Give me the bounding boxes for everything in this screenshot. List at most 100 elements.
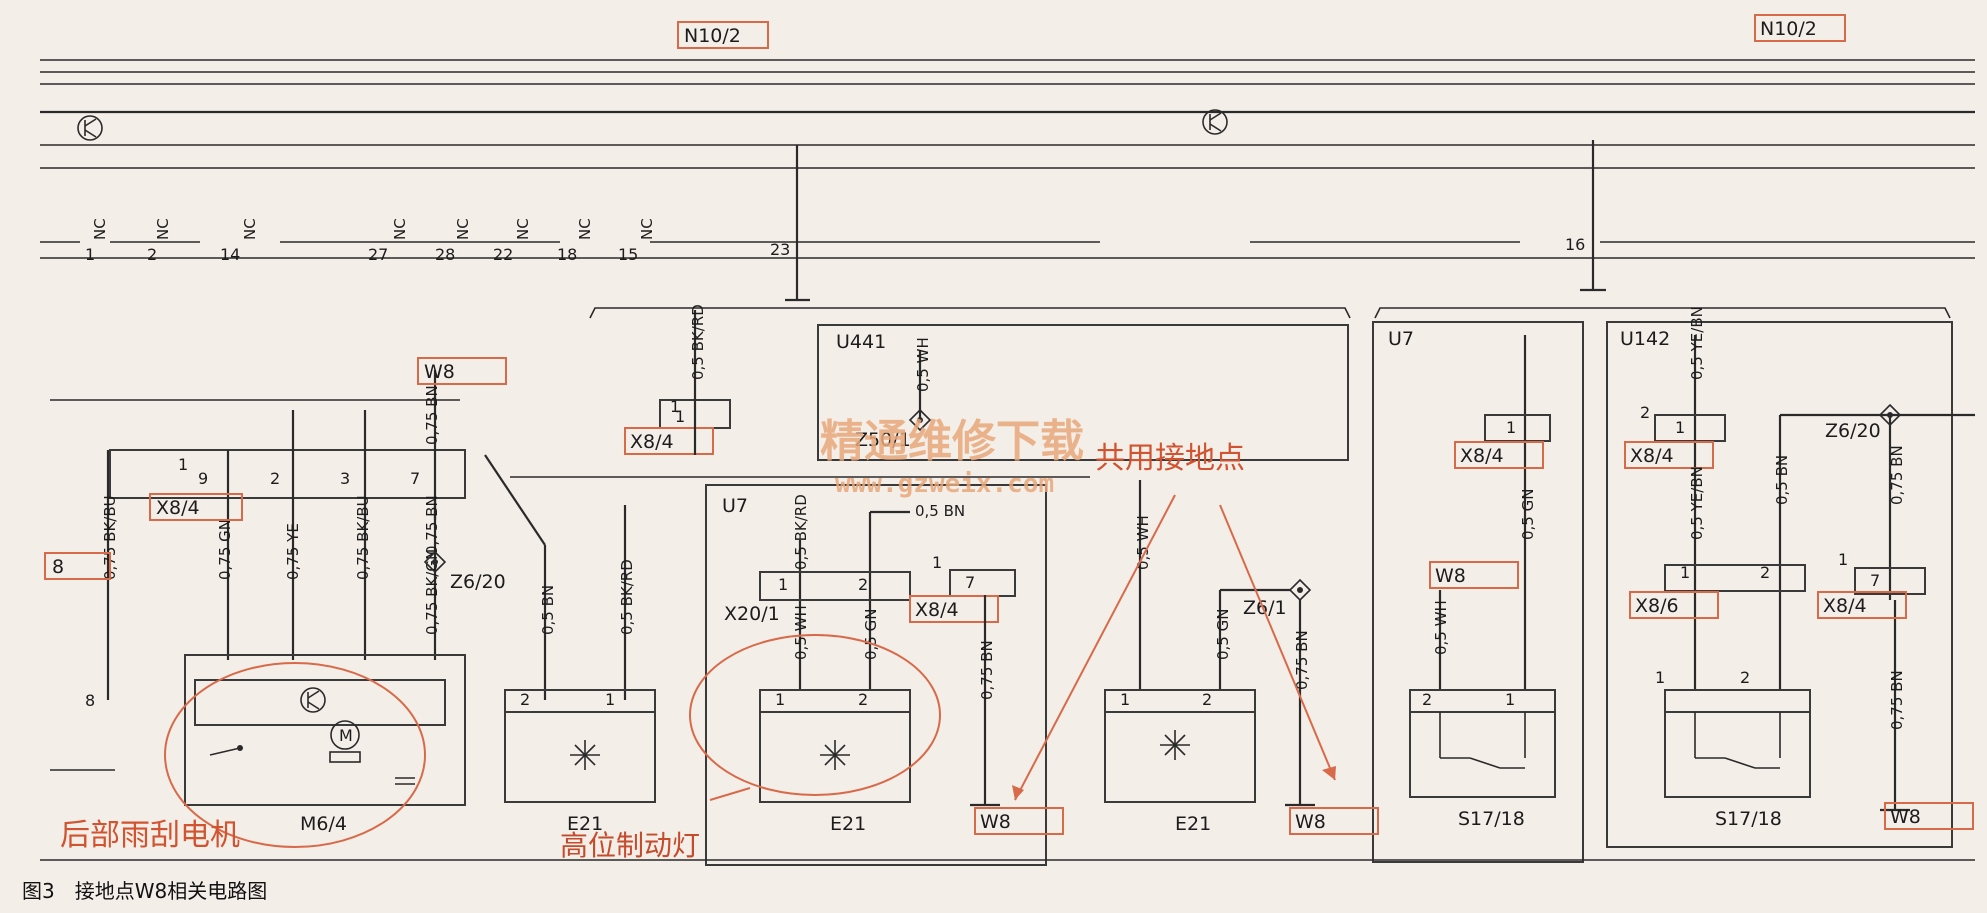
label-box [1884, 802, 1974, 830]
arrow [709, 787, 751, 801]
nc-label: NC [391, 218, 409, 240]
module-label: U7 [1388, 328, 1414, 350]
connector-x84: X8/4 [1823, 595, 1867, 617]
pin-number: 28 [435, 245, 455, 264]
connector-strip [1654, 414, 1726, 442]
component-label-s1718: S17/18 [1715, 808, 1782, 830]
pin-number: 14 [220, 245, 240, 264]
connector-x84: X8/4 [1460, 445, 1504, 467]
module-box-u142 [1606, 321, 1953, 848]
label-box [1289, 807, 1379, 835]
pin-number: 2 [270, 469, 280, 488]
label-box [1817, 591, 1907, 619]
pin-number: 2 [147, 245, 157, 264]
pin-number: 16 [1565, 235, 1585, 254]
wire-label: 0,5 GN [1519, 489, 1537, 540]
module-box-u7-right [1372, 321, 1584, 863]
arrow [1014, 494, 1176, 801]
watermark-cn: 精通维修下载 [820, 416, 1084, 467]
switch-icon [1439, 712, 1526, 769]
wire-label: 0,5 BN [1773, 455, 1791, 505]
connector-z61: Z6/1 [1243, 597, 1287, 619]
nc-label: NC [154, 218, 172, 240]
component-inner [194, 679, 446, 726]
component-e21 [504, 711, 656, 803]
pin-number: 1 [778, 575, 788, 594]
pin-number: 7 [1870, 571, 1880, 590]
component-e21 [1104, 711, 1256, 803]
connector-w8: W8 [424, 361, 455, 383]
component-label-s1718: S17/18 [1458, 808, 1525, 830]
pin-number: 2 [1640, 403, 1650, 422]
pin-number: 1 [675, 407, 685, 426]
pin-number: 1 [670, 397, 680, 416]
label-box [909, 595, 999, 623]
wire-label: 0,75 BN [1888, 445, 1906, 505]
connector-x84: X8/4 [630, 431, 674, 453]
connector-x84: X8/4 [915, 599, 959, 621]
label-box [1429, 561, 1519, 589]
nc-label: NC [576, 218, 594, 240]
wire-label: 0,75 BN [1888, 670, 1906, 730]
label-box [677, 21, 769, 49]
nc-labels: NC NC NC NC NC NC NC NC [91, 218, 656, 240]
wire-label: 0,5 GN [862, 609, 880, 660]
label-box [1629, 591, 1719, 619]
pin-number: 1 [178, 455, 188, 474]
connector-w8: W8 [980, 811, 1011, 833]
component-label-m64: M6/4 [300, 813, 347, 835]
wire-label: 0,5 YE/BN [1688, 466, 1706, 540]
module-box-u441 [817, 324, 1349, 461]
ground-point-icon [908, 408, 932, 432]
pin-number: 1 [1838, 550, 1848, 569]
pin-number: 1 [1120, 690, 1130, 709]
wire-label: 0,75 BN [423, 385, 441, 445]
ground-point-icon [1288, 578, 1312, 602]
label-box [974, 807, 1064, 835]
wire-label: 0,5 WH [792, 605, 810, 660]
pin-number: 15 [618, 245, 638, 264]
pin-number: 22 [493, 245, 513, 264]
wire-label: 0,5 BK/RD [792, 494, 810, 570]
module-label: U7 [722, 495, 748, 517]
nc-label: NC [91, 218, 109, 240]
svg-text:M: M [339, 726, 353, 745]
connector-z501: Z50/1 [855, 429, 911, 451]
pin-number: 9 [198, 469, 208, 488]
connector-strip [949, 569, 1016, 597]
wire-label: 0,75 BK/BU [101, 495, 119, 580]
nc-label: NC [638, 218, 656, 240]
highlight-circle [164, 662, 426, 848]
lamp-icon [570, 740, 600, 770]
pin-number: 2 [520, 690, 530, 709]
pin-number: 1 [85, 245, 95, 264]
connector-strip [759, 571, 911, 601]
pin-number: 1 [605, 690, 615, 709]
pin-number: 2 [1422, 690, 1432, 709]
wire-label: 0,5 WH [1432, 600, 1450, 655]
pin-number: 8 [85, 691, 95, 710]
wire-label: 0,75 BN [978, 640, 996, 700]
pin-number: 1 [932, 553, 942, 572]
label-box [417, 357, 507, 385]
pin-number: 7 [410, 469, 420, 488]
module-label: U441 [836, 331, 886, 353]
bracket [1374, 307, 1951, 319]
pin-number: 2 [1202, 690, 1212, 709]
pin-number: 2 [1740, 668, 1750, 687]
pin-number: 1 [1505, 690, 1515, 709]
label-box [149, 493, 243, 521]
annotation-common-ground: 共用接地点 [1095, 441, 1245, 476]
pin-number: 1 [775, 690, 785, 709]
capacitor-icon [395, 777, 415, 785]
connector-w8: W8 [1295, 811, 1326, 833]
component-e21 [759, 711, 911, 803]
highlight-circle [689, 634, 941, 796]
arrow [1219, 504, 1336, 781]
label-box [1754, 14, 1846, 42]
label-box [1454, 441, 1544, 469]
switch-icon [1694, 712, 1781, 769]
ground-point-icon [423, 550, 447, 574]
